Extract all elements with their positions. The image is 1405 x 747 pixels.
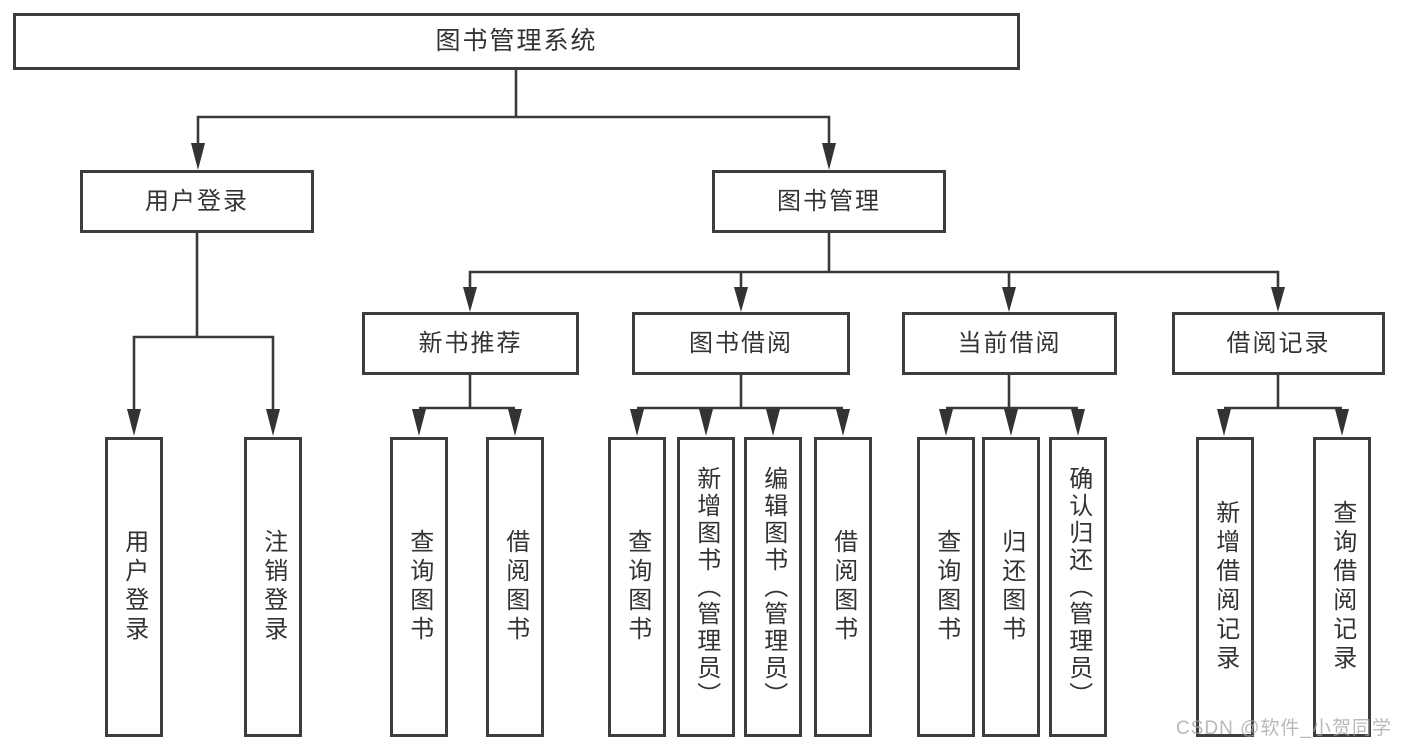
connector-book-borrowing	[637, 375, 843, 410]
arrowhead	[822, 143, 836, 170]
arrowhead	[699, 409, 713, 436]
node-user-login: 用户登录	[80, 170, 314, 233]
connector-root	[196, 70, 831, 146]
connector-current-borrowing	[946, 375, 1078, 410]
node-label: 确认归还（管理员）	[1064, 465, 1092, 709]
arrowhead	[1071, 409, 1085, 436]
arrowhead	[1004, 409, 1018, 436]
node-label: 图书管理	[777, 187, 881, 215]
node-borrow-books-borrowing: 借阅图书	[814, 437, 872, 737]
node-label: 借阅图书	[829, 529, 857, 645]
node-query-books-borrowing: 查询图书	[608, 437, 666, 737]
node-label: 图书管理系统	[435, 27, 598, 55]
arrowhead	[1217, 409, 1231, 436]
node-label: 查询借阅记录	[1328, 500, 1356, 674]
node-query-borrow-record: 查询借阅记录	[1313, 437, 1371, 737]
arrowhead	[766, 409, 780, 436]
arrowhead	[1271, 287, 1285, 312]
node-borrow-books-recommend: 借阅图书	[486, 437, 544, 737]
node-borrow-records: 借阅记录	[1172, 312, 1385, 375]
node-book-management: 图书管理	[712, 170, 946, 233]
node-label: 查询图书	[932, 529, 960, 645]
arrowhead	[939, 409, 953, 436]
node-add-books-admin: 新增图书（管理员）	[677, 437, 735, 737]
node-label: 归还图书	[997, 529, 1025, 645]
connector-book-management	[468, 233, 1280, 290]
node-confirm-return-admin: 确认归还（管理员）	[1049, 437, 1107, 737]
node-label: 查询图书	[623, 529, 651, 645]
node-label: 新增借阅记录	[1211, 500, 1239, 674]
arrowhead	[1335, 409, 1349, 436]
arrowhead	[1002, 287, 1016, 312]
node-current-borrowing: 当前借阅	[902, 312, 1117, 375]
connector-borrow-records	[1224, 375, 1342, 410]
arrowhead	[836, 409, 850, 436]
arrowhead	[127, 409, 141, 436]
node-logout: 注销登录	[244, 437, 302, 737]
node-library-system: 图书管理系统	[13, 13, 1020, 70]
node-new-book-recommend: 新书推荐	[362, 312, 579, 375]
node-label: 注销登录	[259, 529, 287, 645]
node-query-books-current: 查询图书	[917, 437, 975, 737]
node-label: 用户登录	[145, 187, 249, 215]
node-label: 借阅记录	[1226, 329, 1331, 357]
arrowhead	[412, 409, 426, 436]
arrowhead	[508, 409, 522, 436]
csdn-watermark: CSDN @软件_小贺同学	[1176, 718, 1392, 739]
node-return-books: 归还图书	[982, 437, 1040, 737]
node-label: 查询图书	[405, 529, 433, 645]
arrowhead	[266, 409, 280, 436]
node-edit-books-admin: 编辑图书（管理员）	[744, 437, 802, 737]
arrowhead	[463, 287, 477, 312]
connector-new-book-recommend	[419, 375, 515, 410]
node-label: 新增图书（管理员）	[692, 465, 720, 709]
node-label: 编辑图书（管理员）	[759, 465, 787, 709]
node-label: 借阅图书	[501, 529, 529, 645]
node-query-books-recommend: 查询图书	[390, 437, 448, 737]
node-add-borrow-record: 新增借阅记录	[1196, 437, 1254, 737]
node-label: 当前借阅	[957, 329, 1062, 357]
node-label: 用户登录	[120, 529, 148, 645]
connector-user-login	[132, 233, 275, 411]
node-user-login-action: 用户登录	[105, 437, 163, 737]
node-book-borrowing: 图书借阅	[632, 312, 850, 375]
arrowhead	[734, 287, 748, 312]
arrowhead	[630, 409, 644, 436]
node-label: 图书借阅	[689, 329, 793, 357]
node-label: 新书推荐	[418, 329, 523, 357]
arrowhead	[191, 143, 205, 170]
